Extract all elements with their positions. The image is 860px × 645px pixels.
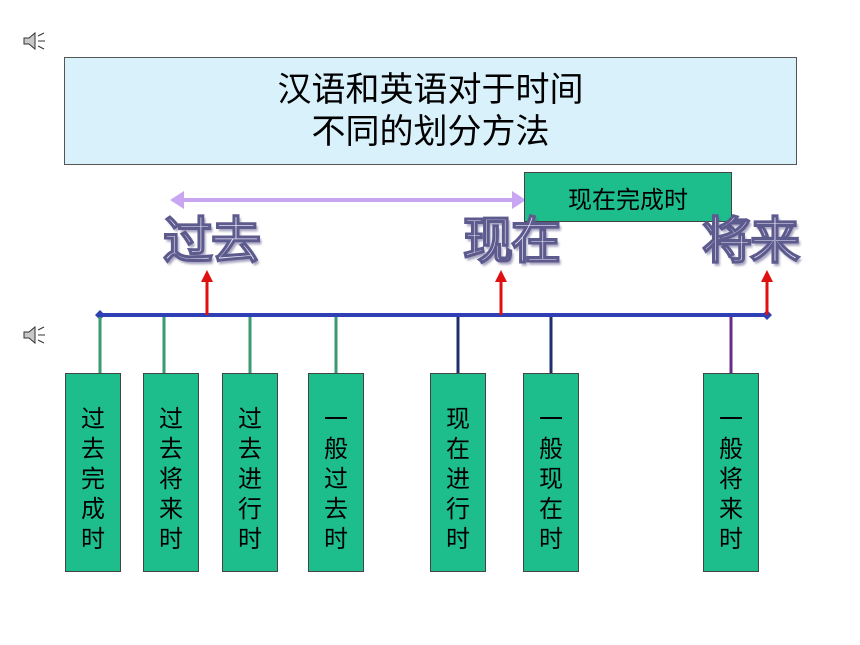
span-arrow: [170, 191, 526, 209]
tense-label: 过去将来时: [159, 405, 183, 553]
tense-box-past-future: 过去将来时: [143, 373, 199, 572]
tense-box-past-continuous: 过去进行时: [222, 373, 278, 572]
tense-label: 现在进行时: [446, 405, 470, 553]
tense-label: 过去完成时: [81, 405, 105, 553]
tense-box-simple-present: 一般现在时: [523, 373, 579, 572]
timeline-start-marker: [95, 310, 105, 320]
title-box: 汉语和英语对于时间 不同的划分方法: [64, 57, 797, 165]
tense-box-simple-past: 一般过去时: [308, 373, 364, 572]
speaker-icon[interactable]: [22, 324, 48, 346]
tense-label: 一般将来时: [719, 405, 743, 553]
past-word: 过去: [162, 212, 262, 270]
present-word: 现在: [462, 212, 562, 270]
title-line-2: 不同的划分方法: [311, 112, 550, 152]
speaker-icon[interactable]: [22, 30, 48, 52]
present-perfect-box: 现在完成时: [524, 172, 732, 222]
tense-box-past-perfect: 过去完成时: [65, 373, 121, 572]
future-up-arrow: [761, 270, 773, 315]
present-up-arrow: [495, 270, 507, 315]
tense-label: 过去进行时: [238, 405, 262, 553]
past-up-arrow: [201, 270, 213, 315]
tense-box-simple-future: 一般将来时: [703, 373, 759, 572]
title-line-1: 汉语和英语对于时间: [277, 70, 584, 110]
tense-label: 一般过去时: [324, 405, 348, 553]
future-word: 将来: [701, 212, 801, 270]
tense-label: 一般现在时: [539, 405, 563, 553]
tense-box-present-continuous: 现在进行时: [430, 373, 486, 572]
